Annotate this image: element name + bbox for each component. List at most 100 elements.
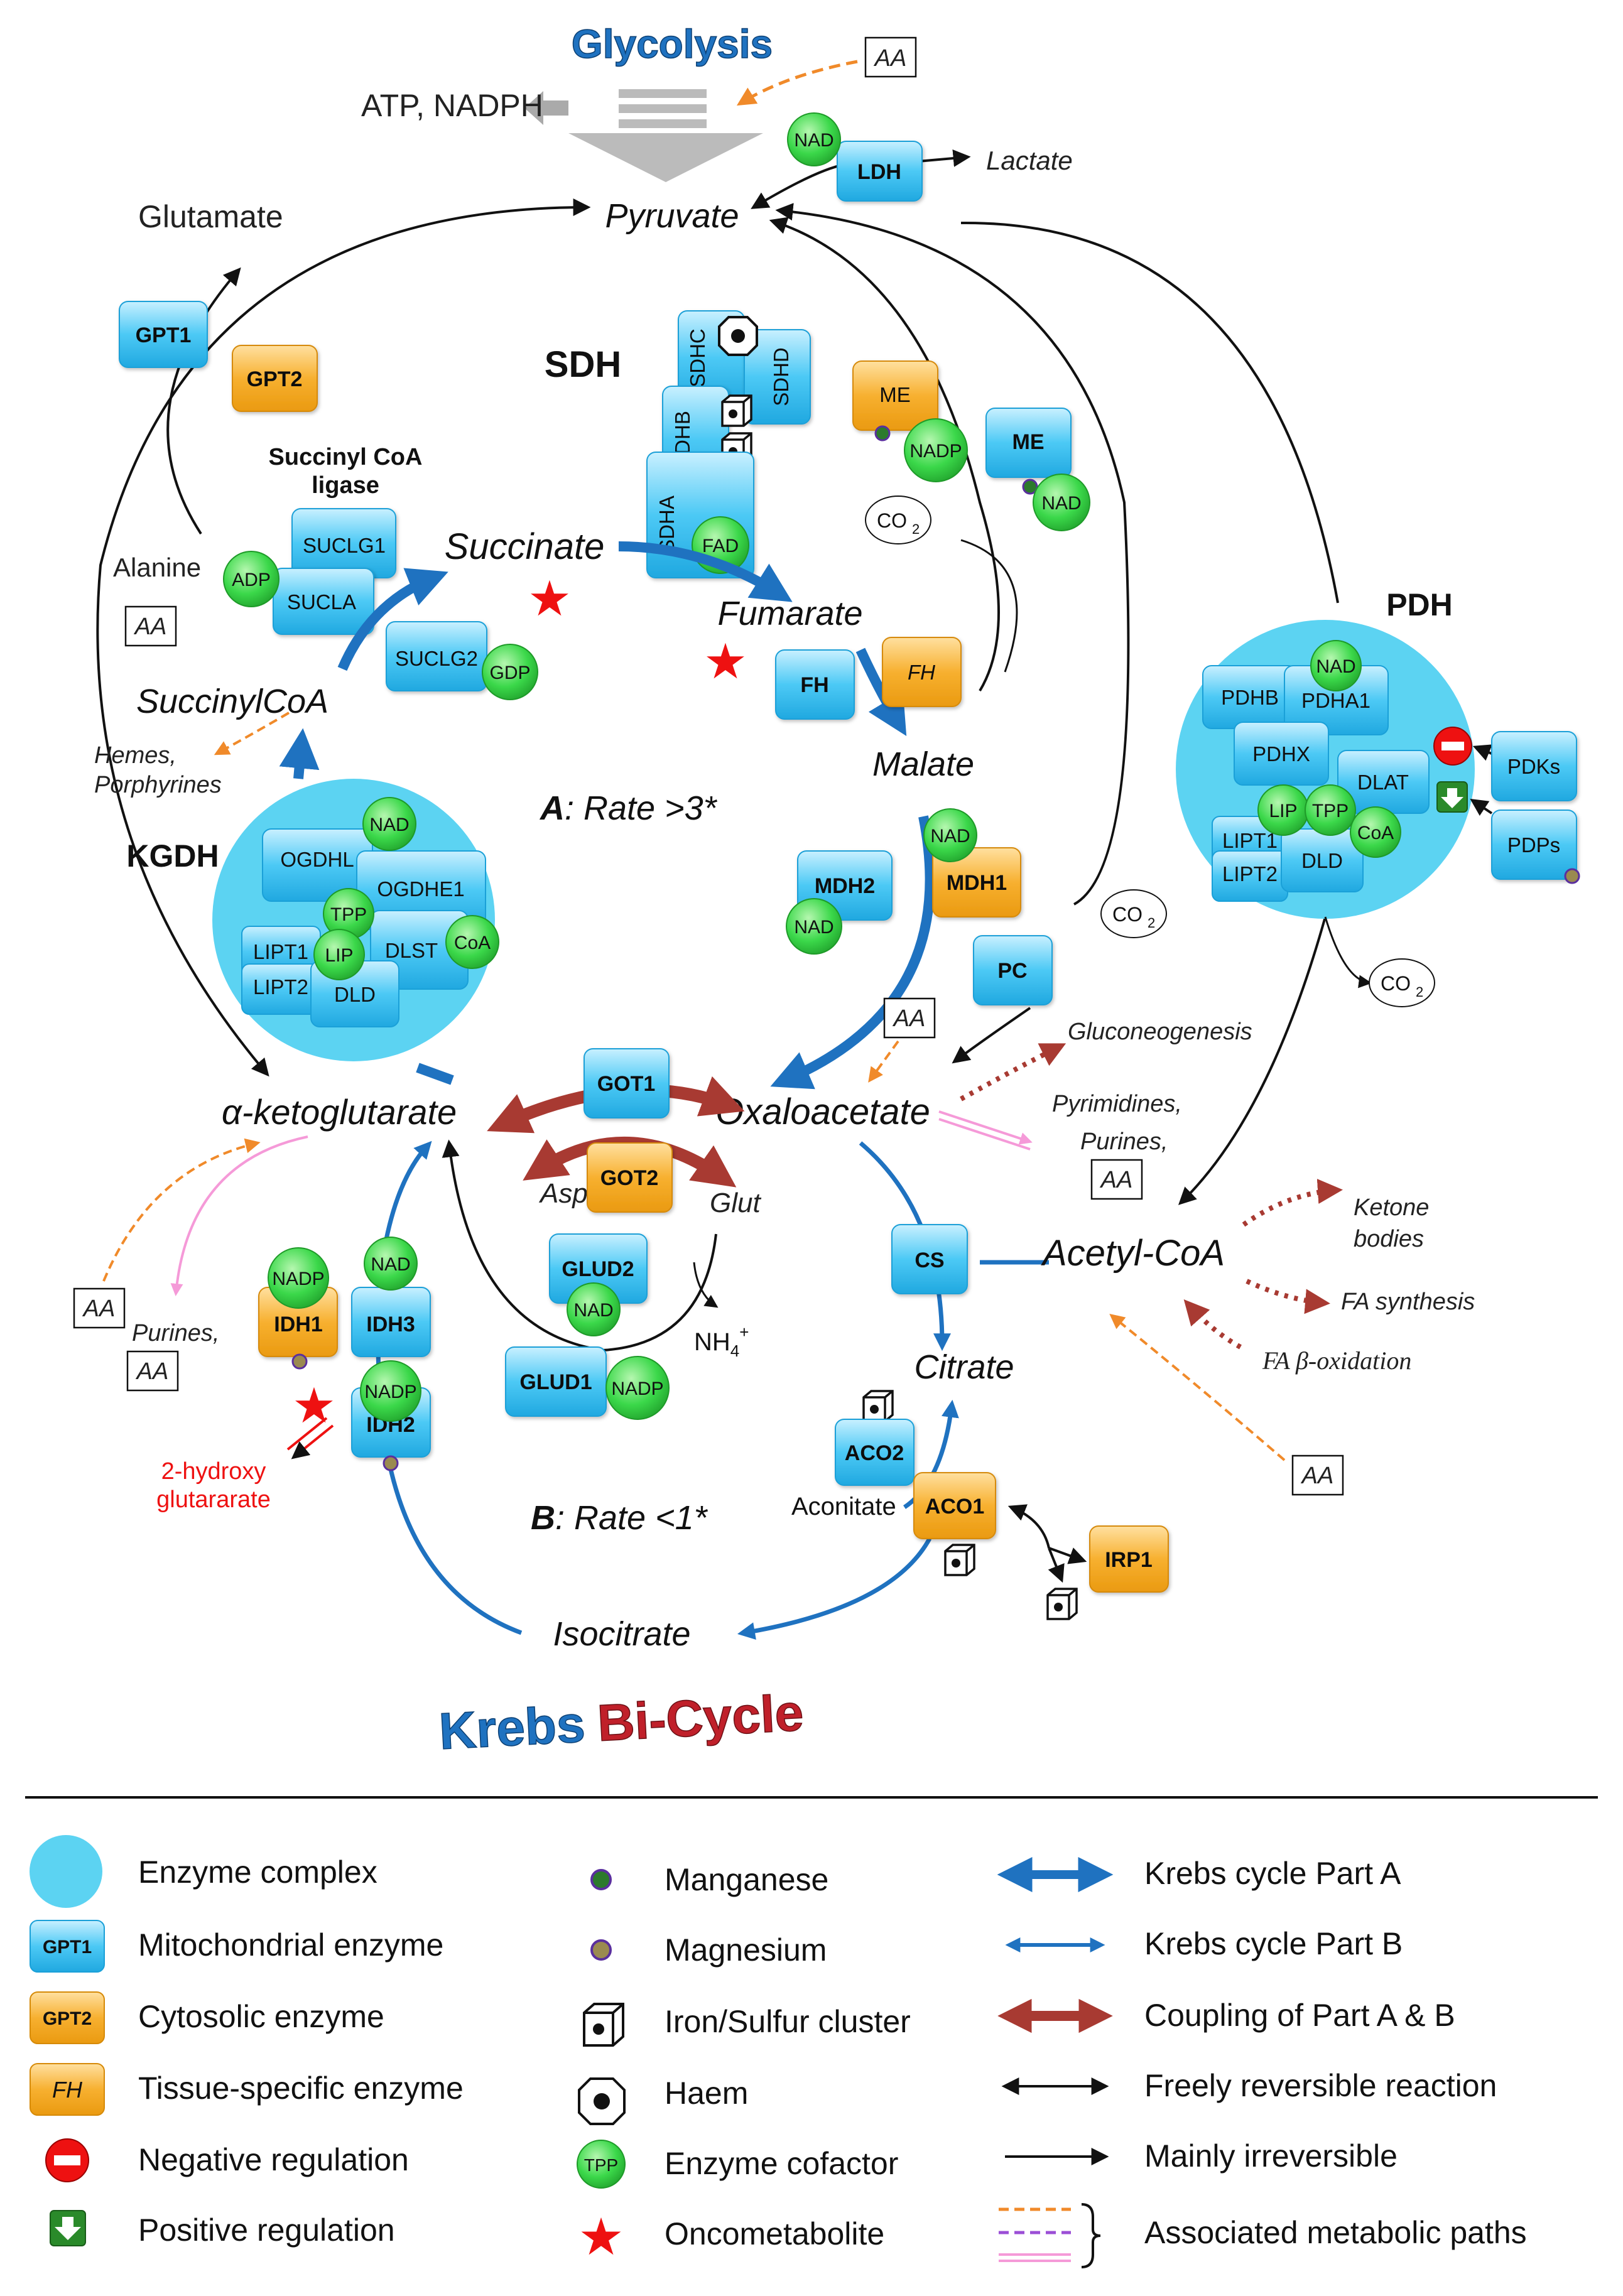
- negative-regulation-icon: [45, 2138, 89, 2182]
- co2-subscript: 2: [1416, 984, 1423, 1000]
- nad-label: NAD: [930, 826, 970, 847]
- lipt1-label: LIPT1: [1222, 829, 1278, 852]
- cs-label: CS: [915, 1248, 944, 1272]
- pdha1-enzyme: PDHA1: [1284, 665, 1389, 735]
- akg-succinylcoa-arrow: [279, 728, 320, 779]
- pdh-lip-cofactor: LIP: [1257, 784, 1309, 836]
- idh1-label: IDH1: [274, 1313, 322, 1336]
- acetylcoa-label: Acetyl-CoA: [1041, 1233, 1225, 1274]
- aa-akg-arrow: [102, 1138, 261, 1282]
- oncometabolite-star: ★: [578, 2209, 624, 2266]
- pc-enzyme: PC: [973, 935, 1053, 1005]
- legend-icon-text: GPT1: [43, 1937, 92, 1958]
- positive-regulation-icon: [1436, 781, 1468, 813]
- pdhx-enzyme: PDHX: [1234, 722, 1329, 786]
- kgdh-akg-link: [416, 1063, 454, 1085]
- got1-label: GOT1: [597, 1072, 656, 1096]
- pdh-nad-cofactor: NAD: [1310, 640, 1362, 691]
- pdps-enzyme: PDPs: [1491, 810, 1577, 880]
- negative-regulation-icon: [1433, 727, 1472, 766]
- me-co2-curve: [960, 539, 1018, 673]
- pc-oxaloacetate-arrow: [952, 1007, 1031, 1064]
- me-nad-cofactor: NAD: [1033, 474, 1090, 531]
- dlat-label: DLAT: [1357, 771, 1409, 794]
- co2-subscript: 2: [912, 521, 920, 537]
- ketone-label-2: bodies: [1354, 1226, 1424, 1252]
- sdhd-label: SDHD: [769, 347, 793, 406]
- nh4-arrow: [693, 1262, 719, 1308]
- haem-icon: [578, 2077, 626, 2125]
- nad-label: NAD: [573, 1300, 613, 1321]
- suclg1-enzyme: SUCLG1: [291, 508, 396, 578]
- hemes-arrow: [214, 712, 290, 755]
- adp-cofactor: ADP: [223, 551, 280, 607]
- cs-enzyme: CS: [891, 1224, 968, 1294]
- oncometabolite-star: ★: [292, 1378, 336, 1433]
- me-mitochondrial-enzyme: ME: [985, 408, 1072, 478]
- succinyl-ligase-title: Succinyl CoA: [269, 444, 423, 470]
- tpp-label: TPP: [1312, 801, 1349, 821]
- got1-enzyme: GOT1: [584, 1048, 670, 1118]
- kgdh-lip-cofactor: LIP: [313, 929, 365, 980]
- magnesium-icon: [590, 1939, 612, 1961]
- legend-label: Negative regulation: [138, 2142, 409, 2177]
- fa-beta-label: FA β-oxidation: [1262, 1346, 1411, 1375]
- lip-label: LIP: [325, 945, 353, 966]
- legend-label: Krebs cycle Part B: [1144, 1926, 1403, 1961]
- nad-label: NAD: [794, 917, 833, 938]
- sdh-title: SDH: [545, 344, 621, 385]
- hydroxy-label: 2-hydroxy: [161, 1458, 266, 1485]
- legend-label: Mitochondrial enzyme: [138, 1927, 443, 1963]
- iron-sulfur-cluster-icon: [1046, 1588, 1078, 1620]
- fh-label: FH: [800, 673, 828, 697]
- pdh-co2-curve: [1324, 916, 1372, 988]
- aa-box-pc: AA: [883, 997, 936, 1039]
- aa-box-top: AA: [864, 36, 917, 78]
- dlat-enzyme: DLAT: [1337, 750, 1430, 814]
- magnesium-icon: [1564, 868, 1580, 884]
- hemes-label: Hemes,: [94, 742, 176, 769]
- aco2-label: ACO2: [845, 1441, 904, 1465]
- got2-label: GOT2: [600, 1166, 659, 1190]
- legend-label: Krebs cycle Part A: [1144, 1856, 1401, 1891]
- glut-label: Glut: [710, 1188, 761, 1218]
- co2-pc: CO 2: [1100, 889, 1167, 938]
- manganese-icon: [874, 425, 891, 441]
- pyrimidines-label: Pyrimidines,: [1052, 1091, 1182, 1117]
- ogdhl-label: OGDHL: [280, 848, 354, 871]
- part-a-label: A: Rate >3*: [539, 789, 718, 827]
- ldh-label: LDH: [857, 160, 901, 184]
- asp-label: Asp: [538, 1178, 588, 1209]
- manganese-icon: [590, 1869, 612, 1890]
- pyruvate-to-akg-arc: [96, 198, 591, 1077]
- fh-tissue-enzyme: FH: [882, 637, 962, 707]
- lipt2-label: LIPT2: [253, 975, 308, 999]
- pyruvate-label: Pyruvate: [605, 197, 739, 235]
- suclg1-label: SUCLG1: [303, 534, 386, 557]
- aa-label: AA: [1100, 1167, 1133, 1193]
- mdh2-nad-cofactor: NAD: [786, 898, 842, 955]
- part-b-label: B: Rate <1*: [531, 1499, 708, 1537]
- sucla-label: SUCLA: [287, 590, 356, 614]
- mdh1-nad-cofactor: NAD: [923, 808, 977, 862]
- irp1-enzyme: IRP1: [1089, 1525, 1169, 1593]
- aa-label: AA: [874, 45, 907, 72]
- nadp-label: NADP: [272, 1269, 324, 1289]
- co2-me: CO 2: [865, 495, 931, 544]
- legend-label: Magnesium: [665, 1932, 827, 1968]
- legend-label: Manganese: [665, 1862, 828, 1897]
- aa-label: AA: [136, 1358, 169, 1385]
- coa-label: CoA: [454, 933, 491, 953]
- aco1-irp1-arrow-2: [1048, 1547, 1087, 1564]
- legend-label: Cytosolic enzyme: [138, 1999, 384, 2034]
- purines-label: Purines,: [1080, 1129, 1168, 1155]
- aa-label: AA: [134, 614, 167, 640]
- aco1-irp1-arrow-3: [1048, 1547, 1065, 1583]
- pdh-coa-cofactor: CoA: [1350, 806, 1401, 858]
- glud2-label: GLUD2: [562, 1257, 634, 1281]
- me-nadp-cofactor: NADP: [904, 418, 968, 482]
- hydroxyglutarate-arrow: [291, 1424, 334, 1459]
- nadp-label: NADP: [611, 1378, 663, 1399]
- aco1-label: ACO1: [925, 1495, 984, 1519]
